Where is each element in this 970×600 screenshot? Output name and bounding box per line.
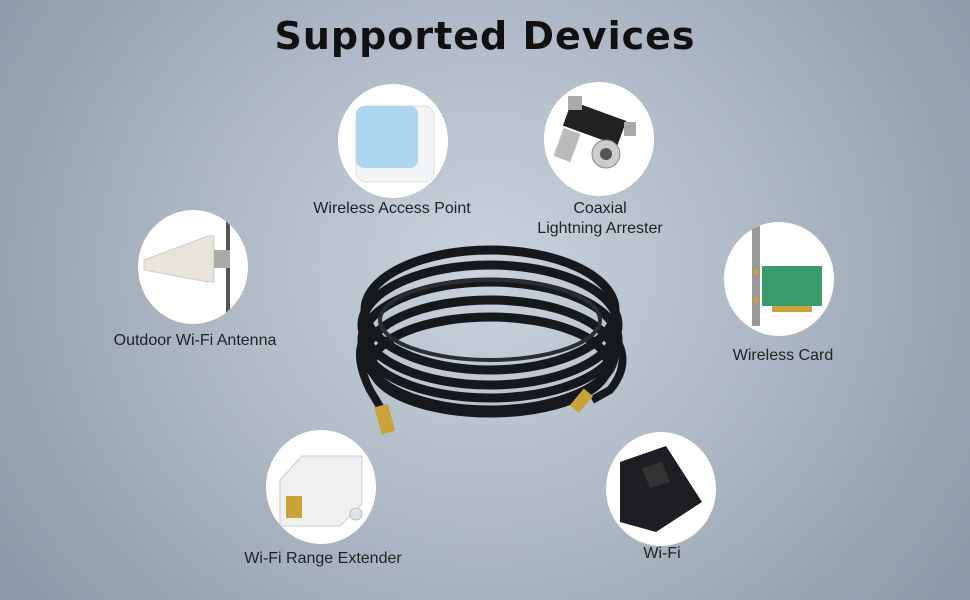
lightning-arrester-icon (553, 96, 636, 169)
router-icon (620, 446, 702, 532)
router-image (606, 432, 716, 546)
access-point-label: Wireless Access Point (313, 200, 471, 217)
wireless-card-image (724, 222, 834, 336)
outdoor-antenna-label: Outdoor Wi-Fi Antenna (113, 332, 277, 349)
sma-male-connector (569, 388, 594, 414)
range-extender-label: Wi-Fi Range Extender (244, 550, 402, 567)
wireless-card-icon (752, 226, 822, 326)
router-label: Wi-Fi (643, 545, 681, 562)
lightning-arrester-image (544, 82, 654, 196)
page-title: Supported Devices (274, 14, 696, 58)
access-point-icon (355, 105, 435, 183)
label-line: Lightning Arrester (537, 220, 663, 237)
range-extender-image (266, 430, 376, 544)
access-point-image (338, 84, 448, 198)
outdoor-antenna-image (138, 210, 248, 324)
outdoor-antenna-icon (143, 210, 230, 324)
coaxial-cable-coil-image (356, 245, 627, 435)
label-line: Coaxial (573, 200, 627, 217)
sma-female-connector (374, 403, 396, 435)
lightning-arrester-label: Coaxial Lightning Arrester (480, 199, 720, 239)
wireless-card-label: Wireless Card (732, 347, 834, 364)
range-extender-icon (279, 455, 363, 527)
